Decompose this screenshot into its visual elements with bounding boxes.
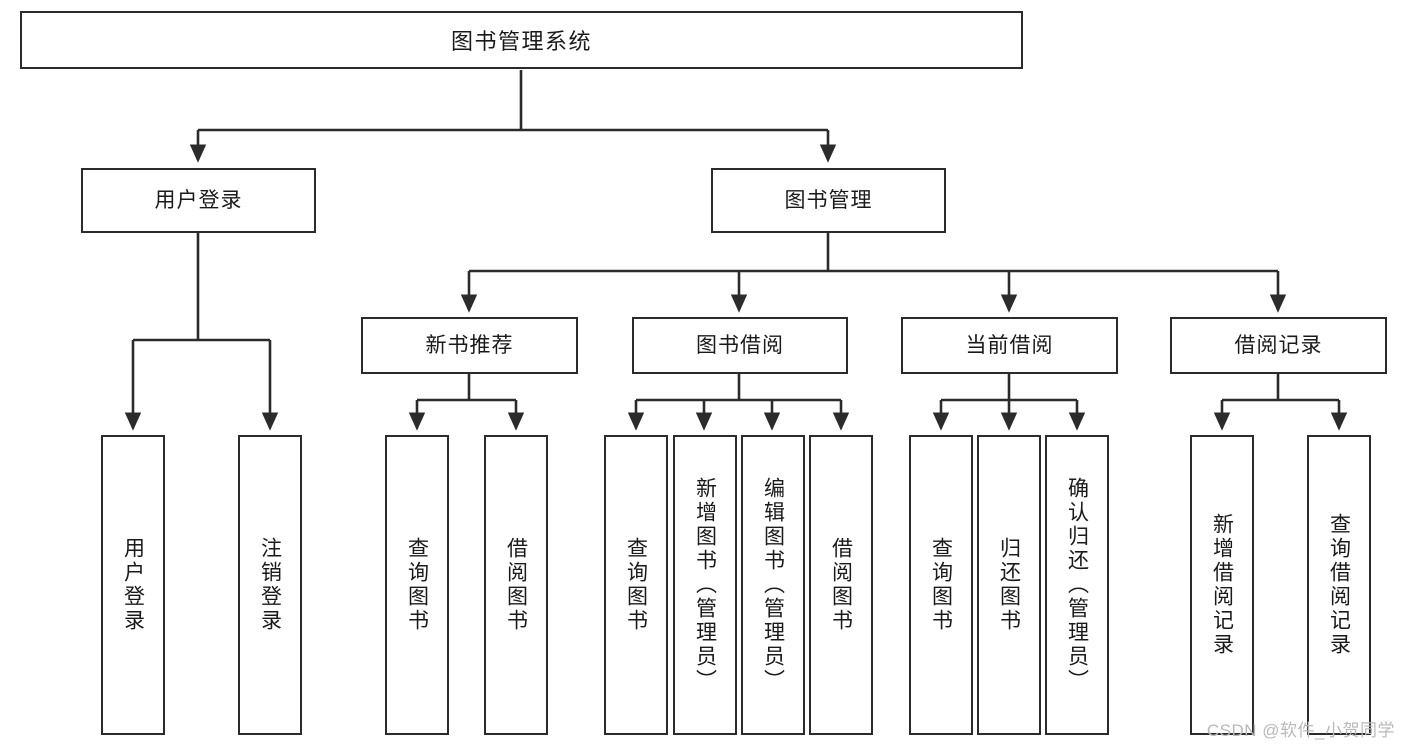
node-label: 图书管理	[784, 188, 873, 212]
node-label: 编辑图书（管理员）	[761, 477, 785, 693]
node-label: 新书推荐	[425, 333, 514, 357]
node-label: 新增借阅记录	[1210, 513, 1234, 657]
leaf-current-confirm-return-admin[interactable]: 确认归还（管理员）	[1045, 435, 1109, 735]
node-label: 借阅记录	[1234, 333, 1323, 357]
node-label: 借阅图书	[829, 537, 853, 633]
node-label: 借阅图书	[504, 537, 528, 633]
csdn-watermark: CSDN @软件_小贺同学	[1206, 721, 1395, 740]
leaf-user-login-signin[interactable]: 用户登录	[101, 435, 165, 735]
node-root-system[interactable]: 图书管理系统	[20, 11, 1023, 69]
node-label: 查询图书	[624, 537, 648, 633]
leaf-current-query-book[interactable]: 查询图书	[909, 435, 973, 735]
node-label: 确认归还（管理员）	[1065, 477, 1089, 693]
node-label: 查询图书	[929, 537, 953, 633]
leaf-borrow-add-book-admin[interactable]: 新增图书（管理员）	[673, 435, 737, 735]
node-book-borrow[interactable]: 图书借阅	[632, 317, 848, 374]
node-label: 查询图书	[405, 537, 429, 633]
node-label: 用户登录	[121, 537, 145, 633]
node-label: 查询借阅记录	[1327, 513, 1351, 657]
leaf-record-add-record[interactable]: 新增借阅记录	[1190, 435, 1254, 735]
node-label: 注销登录	[258, 537, 282, 633]
leaf-borrow-query-book[interactable]: 查询图书	[604, 435, 668, 735]
node-new-book-recommend[interactable]: 新书推荐	[361, 317, 578, 374]
node-label: 归还图书	[997, 537, 1021, 633]
node-current-borrow[interactable]: 当前借阅	[901, 317, 1118, 374]
leaf-borrow-edit-book-admin[interactable]: 编辑图书（管理员）	[741, 435, 805, 735]
node-label: 图书管理系统	[450, 29, 592, 54]
leaf-current-return-book[interactable]: 归还图书	[977, 435, 1041, 735]
leaf-borrow-borrow-book[interactable]: 借阅图书	[809, 435, 873, 735]
node-book-management[interactable]: 图书管理	[711, 168, 946, 233]
node-label: 图书借阅	[696, 333, 784, 357]
leaf-recommend-query-book[interactable]: 查询图书	[385, 435, 449, 735]
node-label: 用户登录	[154, 188, 243, 212]
node-borrow-record[interactable]: 借阅记录	[1170, 317, 1387, 374]
node-user-login[interactable]: 用户登录	[81, 168, 316, 233]
node-label: 新增图书（管理员）	[693, 477, 717, 693]
leaf-record-query-record[interactable]: 查询借阅记录	[1307, 435, 1371, 735]
node-label: 当前借阅	[965, 333, 1054, 357]
leaf-recommend-borrow-book[interactable]: 借阅图书	[484, 435, 548, 735]
leaf-user-login-signout[interactable]: 注销登录	[238, 435, 302, 735]
